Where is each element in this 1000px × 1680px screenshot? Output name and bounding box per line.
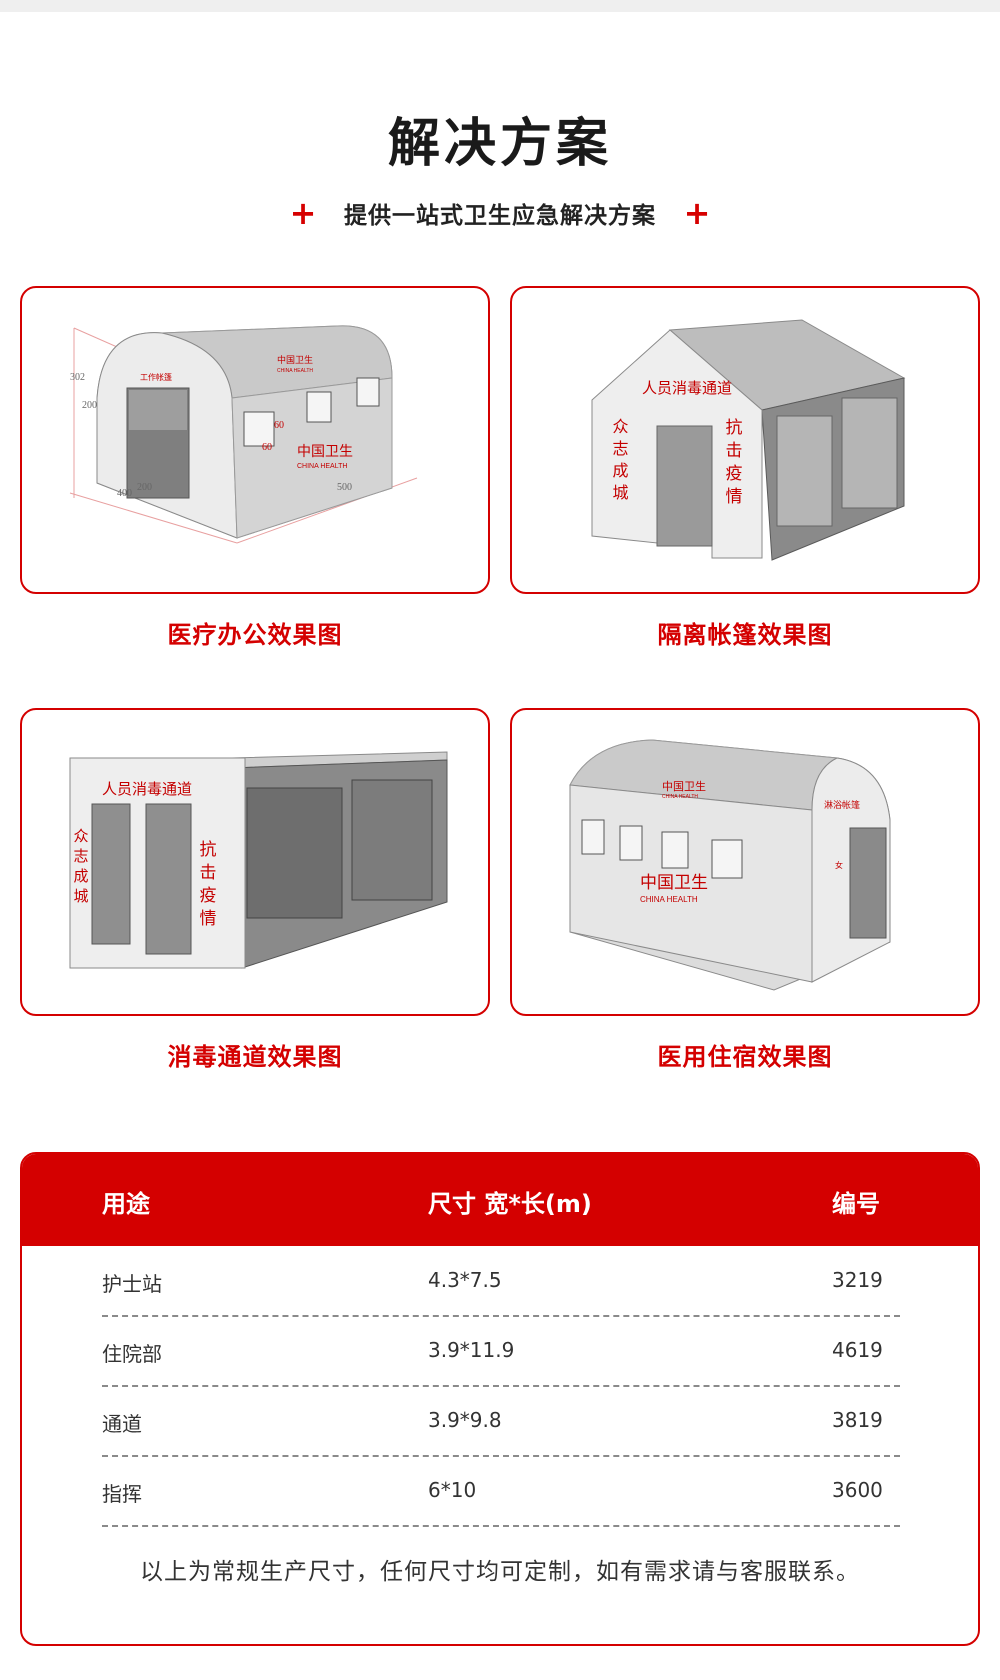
cell-code: 3819 <box>832 1408 883 1432</box>
cell-code: 3600 <box>832 1478 883 1502</box>
page-subtitle: 提供一站式卫生应急解决方案 <box>344 203 656 229</box>
isolation-tent-illustration: 人员消毒通道 众志成城 抗击疫情 <box>591 319 906 561</box>
card-medical-accommodation[interactable]: 中国卫生 CHINA HEALTH 中国卫生 CHINA HEALTH 淋浴帐篷… <box>510 708 980 1016</box>
door-mark-text: 女 <box>835 860 843 870</box>
dimension-label: 60 <box>274 420 284 431</box>
caption-medical-office: 医疗办公效果图 <box>167 621 343 649</box>
slogan-left-text: 众志成城 <box>610 418 629 506</box>
row-divider <box>102 1315 900 1317</box>
tent-sign-text: 淋浴帐篷 <box>824 799 860 810</box>
caption-disinfection-channel: 消毒通道效果图 <box>167 1043 343 1071</box>
cell-usage: 通道 <box>102 1412 142 1436</box>
plus-icon: + <box>683 194 711 232</box>
plus-icon: + <box>289 194 317 232</box>
cell-size: 6*10 <box>428 1478 477 1502</box>
logo-cn-text: 中国卫生 <box>662 779 706 793</box>
row-divider <box>102 1455 900 1457</box>
logo-en-text: CHINA HEALTH <box>297 463 347 470</box>
table-row: 指挥 6*10 3600 <box>22 1456 978 1527</box>
logo-cn-text: 中国卫生 <box>277 354 313 365</box>
page-title: 解决方案 <box>387 114 612 174</box>
table-row: 通道 3.9*9.8 3819 <box>22 1386 978 1457</box>
spec-table: 用途 尺寸 宽*长(m) 编号 护士站 4.3*7.5 3219 住院部 3.9… <box>20 1152 980 1646</box>
card-medical-office[interactable]: 工作帐篷 中国卫生 CHINA HEALTH 中国卫生 CHINA HEALTH… <box>20 286 490 594</box>
cell-usage: 护士站 <box>102 1272 162 1296</box>
cell-size: 3.9*11.9 <box>428 1338 515 1362</box>
header-size: 尺寸 宽*长(m) <box>428 1190 592 1218</box>
card-disinfection-channel[interactable]: 人员消毒通道 众志成城 抗击疫情 <box>20 708 490 1016</box>
row-divider <box>102 1525 900 1527</box>
disinfection-channel-illustration: 人员消毒通道 众志成城 抗击疫情 <box>69 751 448 969</box>
medical-office-tent-illustration: 工作帐篷 中国卫生 CHINA HEALTH 中国卫生 CHINA HEALTH… <box>69 325 418 544</box>
slogan-right-text: 抗击疫情 <box>723 418 743 510</box>
caption-medical-accommodation: 医用住宿效果图 <box>657 1043 833 1071</box>
dimension-label: 200 <box>82 400 97 411</box>
dimension-label: 500 <box>337 482 352 493</box>
logo-cn-text: 中国卫生 <box>297 443 353 459</box>
cell-usage: 指挥 <box>102 1482 142 1506</box>
logo-en-text: CHINA HEALTH <box>277 368 313 374</box>
slogan-left-text: 众志成城 <box>72 828 89 908</box>
caption-isolation-tent: 隔离帐篷效果图 <box>657 621 833 649</box>
dimension-label: 200 <box>137 482 152 493</box>
cell-code: 4619 <box>832 1338 883 1362</box>
logo-en-text: CHINA HEALTH <box>640 895 698 904</box>
dimension-label: 400 <box>117 488 132 499</box>
banner-text: 人员消毒通道 <box>642 380 732 397</box>
banner-text: 人员消毒通道 <box>102 781 192 798</box>
table-note: 以上为常规生产尺寸，任何尺寸均可定制，如有需求请与客服联系。 <box>140 1559 860 1585</box>
card-isolation-tent[interactable]: 人员消毒通道 众志成城 抗击疫情 <box>510 286 980 594</box>
logo-en-text: CHINA HEALTH <box>662 794 698 800</box>
dimension-label: 302 <box>70 372 85 383</box>
slogan-right-text: 抗击疫情 <box>197 840 217 932</box>
cell-size: 4.3*7.5 <box>428 1268 502 1292</box>
top-bar <box>0 0 1000 12</box>
table-row: 住院部 3.9*11.9 4619 <box>22 1316 978 1387</box>
tent-sign-text: 工作帐篷 <box>140 372 172 382</box>
header-usage: 用途 <box>102 1190 150 1218</box>
cell-usage: 住院部 <box>102 1342 162 1366</box>
header-code: 编号 <box>832 1190 880 1218</box>
medical-accommodation-tent-illustration: 中国卫生 CHINA HEALTH 中国卫生 CHINA HEALTH 淋浴帐篷… <box>569 739 891 991</box>
dimension-label: 60 <box>262 442 272 453</box>
row-divider <box>102 1385 900 1387</box>
cell-size: 3.9*9.8 <box>428 1408 502 1432</box>
table-header: 用途 尺寸 宽*长(m) 编号 <box>22 1154 978 1246</box>
table-row: 护士站 4.3*7.5 3219 <box>22 1246 978 1317</box>
logo-cn-text: 中国卫生 <box>640 873 708 892</box>
subtitle-row: + 提供一站式卫生应急解决方案 + <box>0 196 1000 230</box>
cell-code: 3219 <box>832 1268 883 1292</box>
